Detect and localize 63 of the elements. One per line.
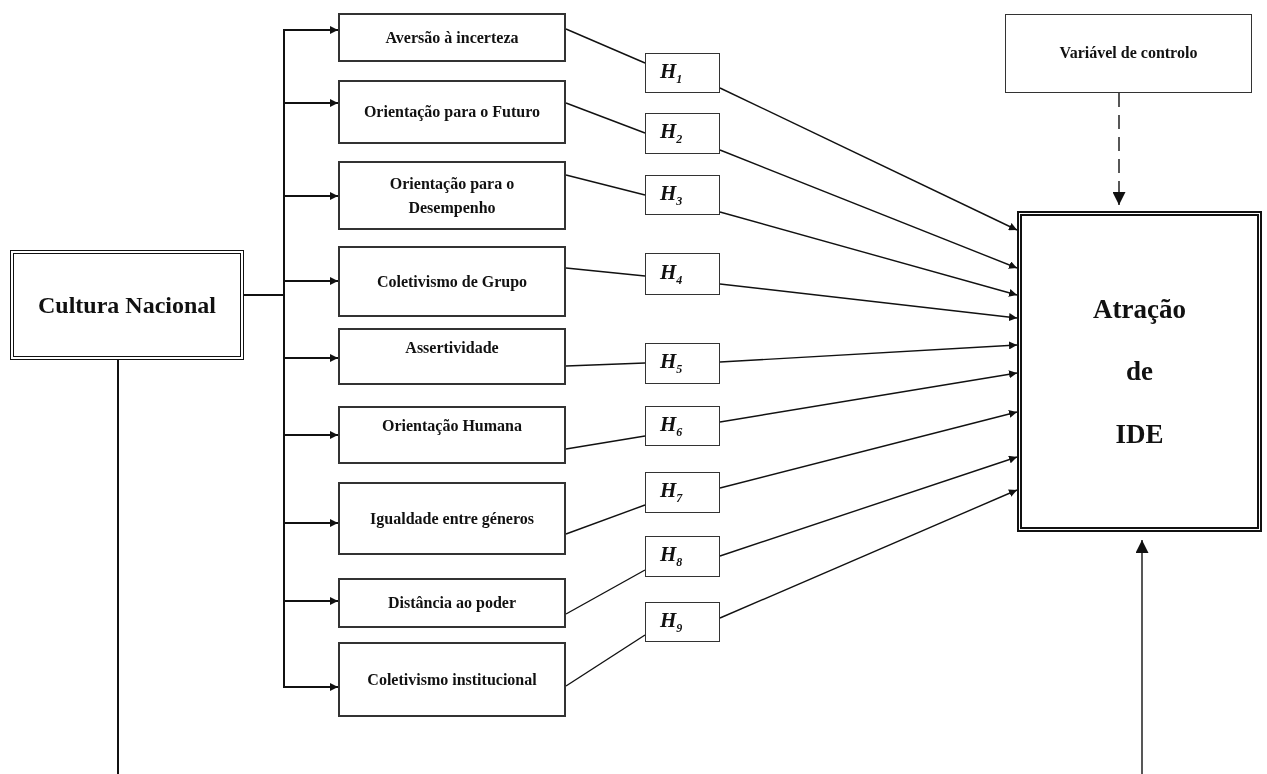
- arrow: [719, 341, 1018, 363]
- connector-line: [117, 359, 119, 774]
- connector-line: [565, 634, 646, 687]
- hypothesis-box: [645, 253, 720, 295]
- connector-line: [565, 28, 646, 64]
- arrow: [719, 455, 1018, 557]
- connector-line: [565, 174, 646, 196]
- arrow: [719, 370, 1018, 423]
- hypothesis-box: [645, 175, 720, 215]
- hypothesis-label: H$_{9}$: [660, 607, 683, 637]
- connector-line: [565, 102, 646, 134]
- box-label: Coletivismo de Grupo: [376, 271, 528, 293]
- connector-line: [565, 504, 646, 535]
- arrow: [719, 489, 1018, 619]
- arrow: [1135, 539, 1149, 774]
- box-label: Variável de controlo: [1059, 43, 1198, 64]
- box-label: Orientação para o Desempenho: [388, 173, 516, 219]
- dimension-box: [338, 482, 566, 555]
- connector-line: [565, 362, 646, 367]
- hypothesis-label: H$_{2}$: [660, 119, 683, 148]
- dimension-box: [338, 80, 566, 144]
- hypothesis-label: H$_{1}$: [660, 58, 683, 88]
- arrow: [719, 410, 1018, 489]
- box-label: Orientação para o Futuro: [363, 102, 541, 123]
- hypothesis-label: H$_{4}$: [660, 259, 683, 289]
- box-label: Igualdade entre géneros: [370, 508, 534, 530]
- concept-box: [10, 250, 244, 360]
- arrow: [719, 283, 1018, 322]
- dimension-box: [338, 642, 566, 717]
- outcome-box: [1017, 211, 1262, 532]
- hypothesis-label: H$_{6}$: [660, 411, 683, 441]
- connector-line: [565, 435, 646, 450]
- hypothesis-box: [645, 343, 720, 384]
- hypothesis-box: [645, 53, 720, 93]
- control-variable-box: [1005, 14, 1252, 93]
- dimension-box: [338, 13, 566, 62]
- dimension-box: [338, 406, 566, 464]
- box-label: Assertividade: [405, 338, 499, 358]
- hypothesis-box: [645, 406, 720, 446]
- arrow: [719, 87, 1018, 231]
- hypothesis-box: [645, 536, 720, 577]
- dimension-box: [338, 246, 566, 317]
- box-label: Cultura Nacional: [38, 290, 216, 320]
- box-label: Atração de IDE: [1092, 293, 1187, 451]
- dimension-box: [338, 161, 566, 230]
- hypothesis-label: H$_{8}$: [660, 542, 683, 571]
- hypothesis-box: [645, 472, 720, 513]
- arrow: [1112, 92, 1126, 206]
- hypothesis-label: H$_{5}$: [660, 349, 683, 378]
- box-label: Distância ao poder: [388, 593, 516, 614]
- hypothesis-label: H$_{7}$: [660, 478, 683, 507]
- box-label: Aversão à incerteza: [385, 27, 519, 48]
- dimension-box: [338, 328, 566, 385]
- connector-line: [565, 267, 646, 277]
- hypothesis-box: [645, 602, 720, 642]
- hypothesis-label: H$_{3}$: [660, 180, 683, 210]
- connector-line: [565, 569, 646, 615]
- box-label: Coletivismo institucional: [367, 669, 537, 690]
- arrow: [719, 211, 1018, 297]
- box-label: Orientação Humana: [382, 416, 522, 437]
- dimension-box: [338, 578, 566, 628]
- arrow: [719, 149, 1018, 269]
- hypothesis-box: [645, 113, 720, 154]
